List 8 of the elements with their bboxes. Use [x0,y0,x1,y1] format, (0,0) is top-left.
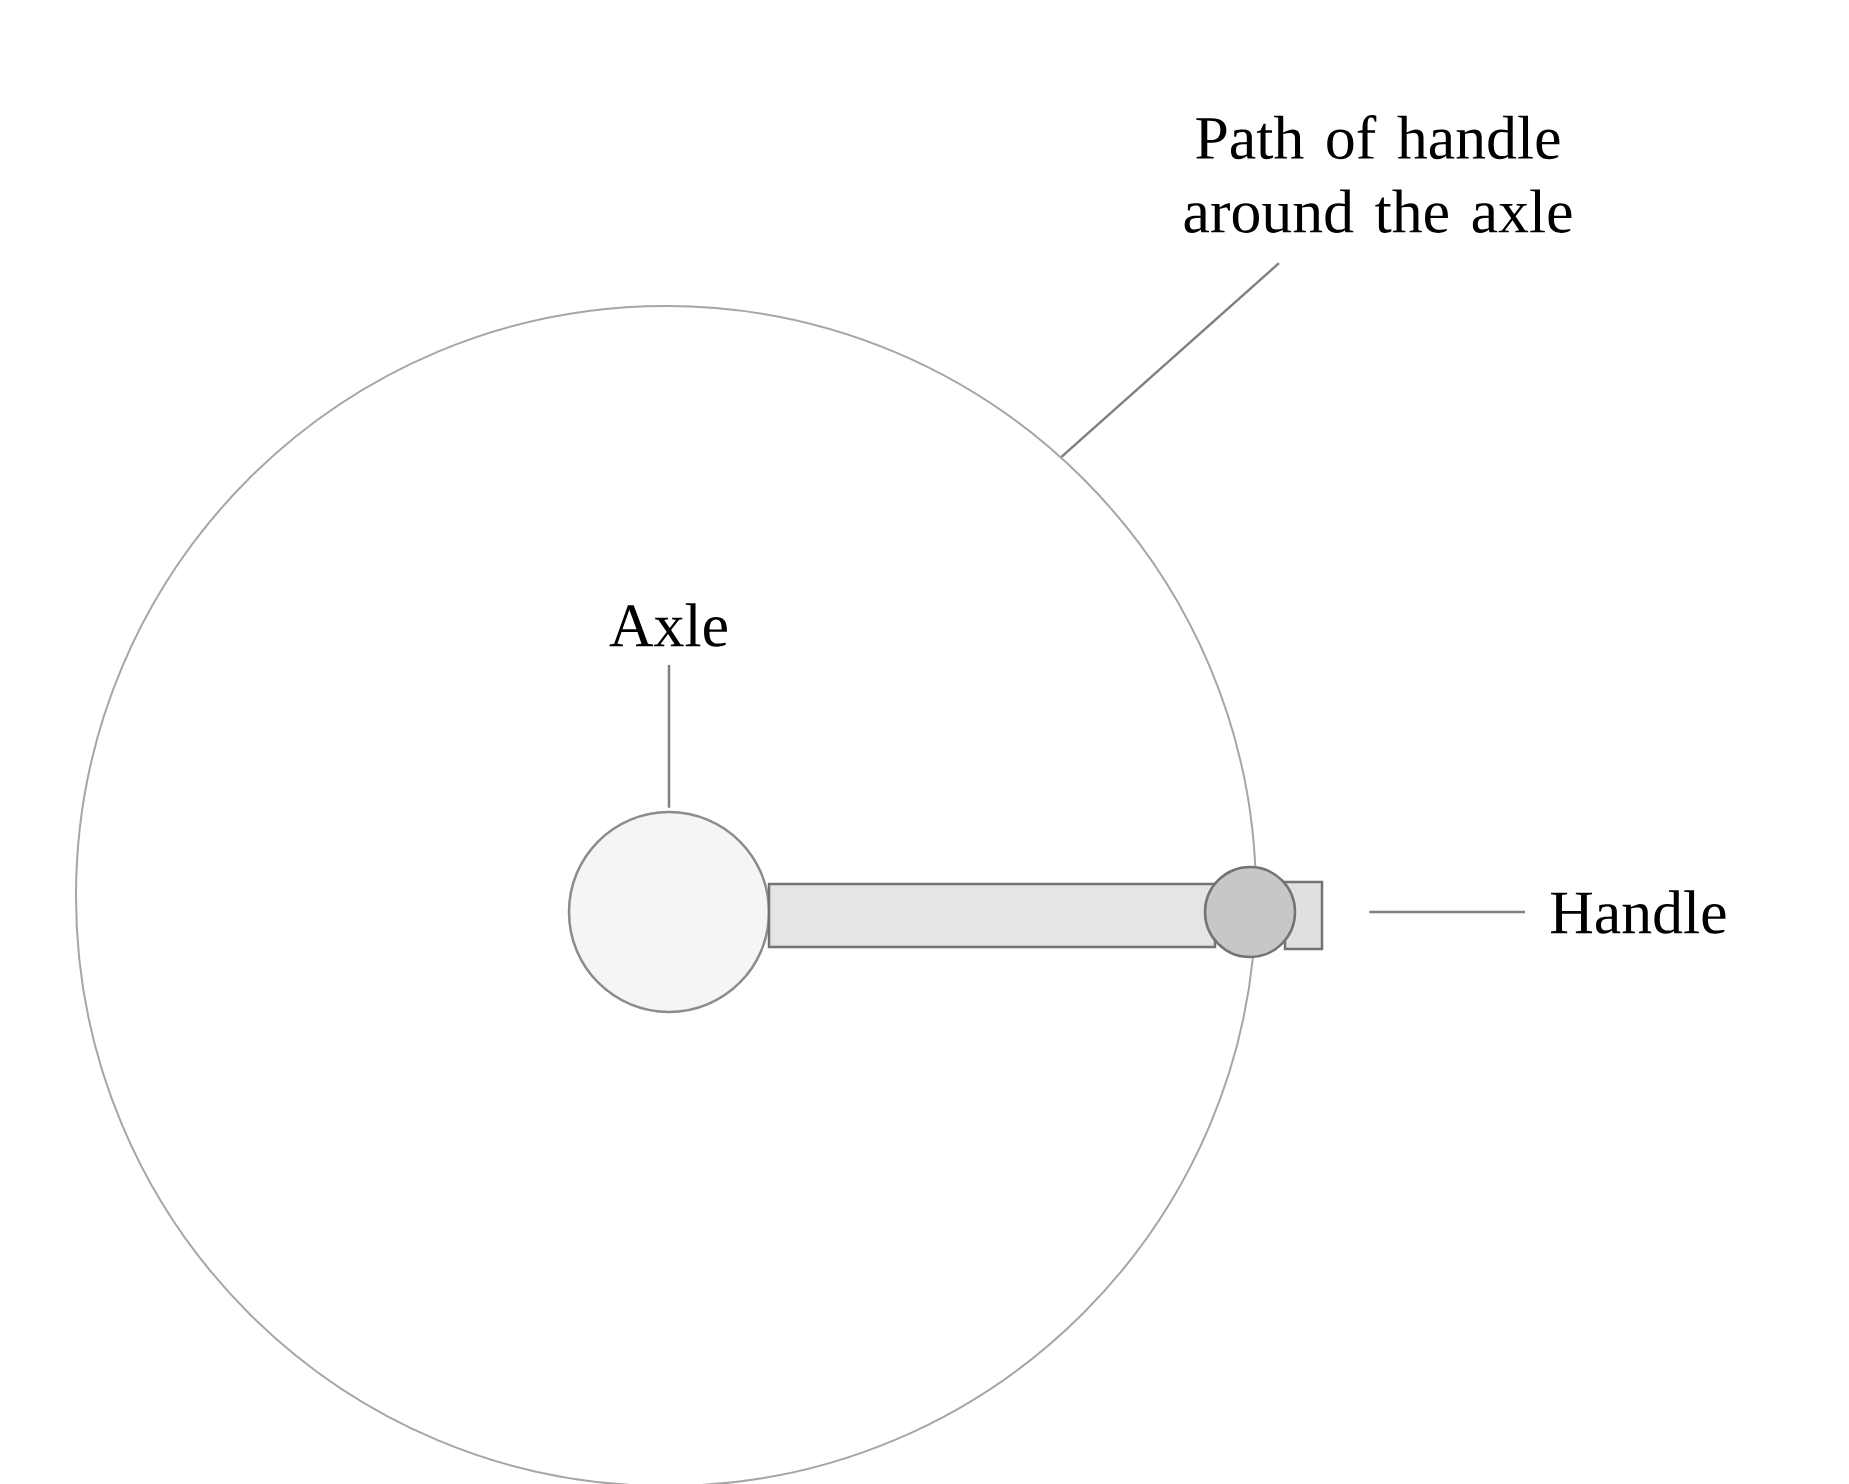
leader-line [1369,910,1525,914]
handle-knob [1203,865,1297,959]
leader-line [1060,262,1280,458]
label-text: Path of handle around the axle [1184,115,1572,233]
label-text: Handle [1551,890,1726,934]
label-text: Axle [609,603,727,647]
leader-line [667,664,671,808]
axle-circle [567,810,771,1014]
